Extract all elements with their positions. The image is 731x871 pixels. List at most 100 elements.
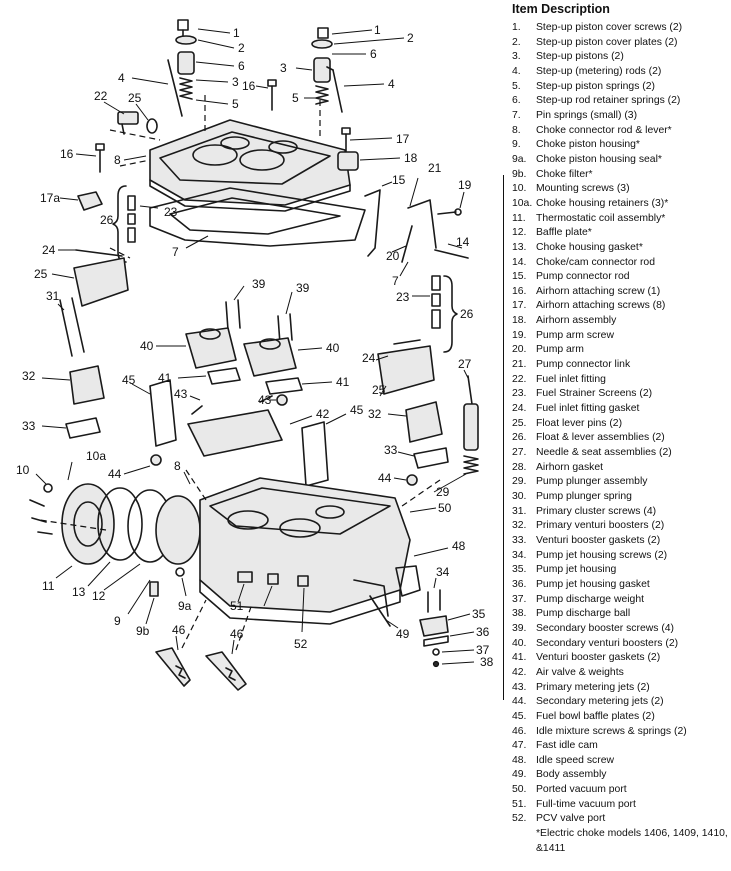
legend-item-description: Choke/cam connector rod (536, 256, 655, 268)
legend-item: 27.Needle & seat assemblies (2) (512, 446, 728, 461)
callout-39: 39 (252, 277, 266, 291)
legend-item-number: 20. (512, 344, 527, 356)
legend-item-description: Fuel bowl baffle plates (2) (536, 710, 655, 722)
legend-item-description: Step-up pistons (2) (536, 51, 624, 63)
callout-3b: 3 (280, 61, 287, 75)
callout-22: 22 (94, 89, 108, 103)
legend-item-number: 15. (512, 271, 527, 283)
legend-item: 22.Fuel inlet fitting (512, 373, 728, 388)
legend-item: 32.Primary venturi boosters (2) (512, 519, 728, 534)
callout-23b: 23 (396, 290, 410, 304)
legend-item-number: 9a. (512, 153, 527, 165)
legend-item-number: 13. (512, 241, 527, 253)
step-up-piston-left (167, 19, 197, 117)
float-left (73, 249, 129, 307)
legend-item-description: Pump discharge ball (536, 608, 631, 620)
legend-item: 1.Step-up piston cover screws (2) (512, 21, 728, 36)
legend-item-description: Step-up (metering) rods (2) (536, 65, 662, 77)
needle-and-seat-left (77, 185, 136, 263)
legend-item-number: 10. (512, 183, 527, 195)
callout-26: 25 (34, 267, 48, 281)
callout-41: 41 (158, 371, 172, 385)
step-up-piston-right (311, 27, 343, 113)
legend-item-description: Airhorn attaching screws (8) (536, 300, 666, 312)
legend-item-description: Full-time vacuum port (536, 798, 636, 810)
choke-housing (29, 483, 201, 565)
legend-item-number: 12. (512, 227, 527, 239)
callout-9: 9 (114, 614, 121, 628)
legend-item-number: 48. (512, 754, 527, 766)
callout-6b: 6 (370, 47, 377, 61)
callout-46b: 46 (230, 627, 244, 641)
callout-33b: 33 (384, 443, 398, 457)
airhorn-screws (95, 79, 351, 173)
callout-16b: 16 (60, 147, 74, 161)
float-right (377, 339, 435, 395)
callout-38: 38 (480, 655, 494, 669)
legend-item-description: Pump arm (536, 344, 584, 356)
choke-filter (149, 567, 185, 597)
legend-item: 16.Airhorn attaching screw (1) (512, 285, 728, 300)
legend-item-number: 45. (512, 710, 527, 722)
legend-item-number: 7. (512, 109, 521, 121)
callout-17a: 17a (40, 191, 60, 205)
legend-item-description: Pump plunger assembly (536, 476, 648, 488)
legend-item-description: Secondary booster screws (4) (536, 622, 675, 634)
item-description-legend: Item Description 1.Step-up piston cover … (512, 2, 728, 856)
air-valve-and-baffles (149, 379, 329, 487)
legend-item-number: 11. (512, 212, 526, 224)
legend-item-description: Pump connector rod (536, 271, 630, 283)
legend-divider (503, 175, 504, 700)
legend-item-description: Idle mixture screws & springs (2) (536, 725, 687, 737)
callout-23: 23 (164, 205, 178, 219)
legend-item: 28.Airhorn gasket (512, 461, 728, 476)
legend-item-description: Venturi booster gaskets (2) (536, 534, 661, 546)
legend-item: 29.Pump plunger assembly (512, 475, 728, 490)
legend-item-number: 28. (512, 461, 527, 473)
legend-item: 23.Fuel Strainer Screens (2) (512, 387, 728, 402)
legend-item-number: 8. (512, 124, 521, 136)
callout-29: 27 (458, 357, 472, 371)
callout-8: 8 (114, 153, 121, 167)
legend-item-description: Pump jet housing (536, 564, 617, 576)
callout-2b: 2 (407, 31, 414, 45)
legend-item-description: Fuel inlet fitting gasket (536, 403, 640, 415)
legend-item-description: Airhorn attaching screw (1) (536, 285, 661, 297)
callout-4: 4 (118, 71, 125, 85)
legend-item-number: 1. (512, 22, 521, 33)
legend-item-number: 5. (512, 80, 521, 92)
legend-item: 13.Choke housing gasket* (512, 241, 728, 256)
exploded-carburetor-diagram: 1 1 2 2 6 6 3 3 4 4 16 5 5 22 25 17 16 8 (16, 19, 494, 691)
legend-item-number: 49. (512, 769, 527, 781)
legend-item-number: 9. (512, 139, 521, 151)
callout-14: 15 (392, 173, 406, 187)
legend-item-number: 38. (512, 608, 527, 620)
legend-list: 1.Step-up piston cover screws (2)2.Step-… (512, 21, 728, 827)
airhorn-assembly (149, 119, 359, 212)
callout-39b: 39 (296, 281, 310, 295)
legend-item: 24.Fuel inlet fitting gasket (512, 402, 728, 417)
legend-item-number: 10a. (512, 197, 533, 209)
callout-43b: 44 (378, 471, 392, 485)
legend-item: 12.Baffle plate* (512, 226, 728, 241)
legend-item-description: Ported vacuum port (536, 784, 627, 796)
legend-item-description: Pump discharge weight (536, 593, 645, 605)
legend-item-description: Float lever pins (2) (536, 417, 623, 429)
callout-37: 37 (476, 643, 490, 657)
legend-item-number: 52. (512, 813, 527, 825)
legend-item: 44.Secondary metering jets (2) (512, 695, 728, 710)
legend-item: 51.Full-time vacuum port (512, 798, 728, 813)
legend-item-number: 39. (512, 622, 527, 634)
callout-7: 7 (172, 245, 179, 259)
callout-18: 18 (404, 151, 418, 165)
legend-item-description: Air valve & weights (536, 666, 624, 678)
legend-item-description: Pump jet housing screws (2) (536, 549, 668, 561)
legend-item: 11.Thermostatic coil assembly* (512, 212, 728, 227)
legend-title: Item Description (512, 2, 610, 16)
callout-7b: 7 (392, 274, 399, 288)
legend-item-number: 33. (512, 534, 527, 546)
legend-item-number: 6. (512, 95, 521, 107)
legend-item: 3.Step-up pistons (2) (512, 50, 728, 65)
callout-33: 33 (22, 419, 36, 433)
legend-item-number: 40. (512, 637, 527, 649)
